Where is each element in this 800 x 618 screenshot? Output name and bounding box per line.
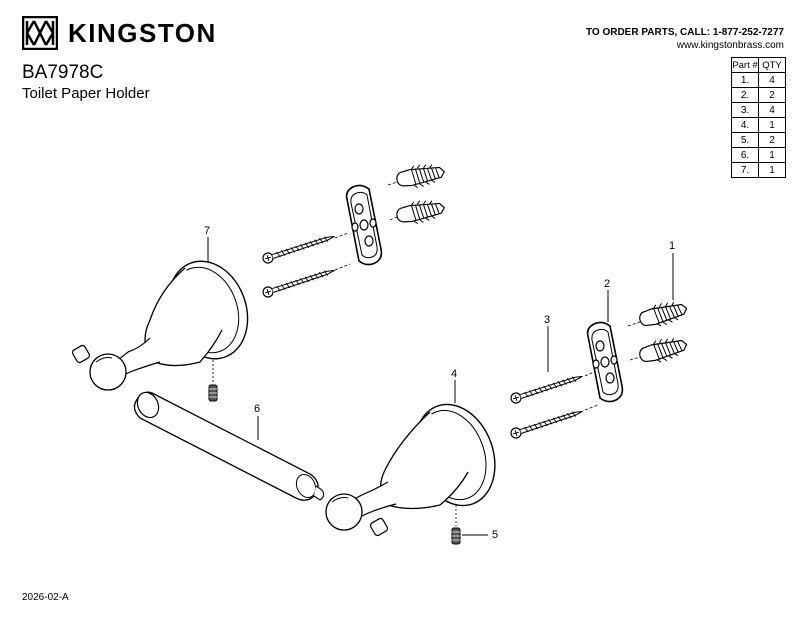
right-set-screw <box>451 527 461 545</box>
upper-guide-lines <box>334 181 398 271</box>
table-row: 2.2 <box>731 87 786 103</box>
lower-wall-anchor-bottom <box>636 333 690 368</box>
upper-wall-anchor-bottom <box>394 196 447 228</box>
lower-wall-anchor-top <box>636 297 690 332</box>
brand-logo: KINGSTON <box>22 16 217 50</box>
callout-1: 1 <box>669 240 676 252</box>
callout-3: 3 <box>544 314 551 326</box>
order-phone: TO ORDER PARTS, CALL: 1-877-252-7277 <box>585 27 784 38</box>
callout-6: 6 <box>254 403 261 415</box>
product-name: Toilet Paper Holder <box>22 85 150 102</box>
callout-5: 5 <box>492 529 499 541</box>
left-post-assembly <box>71 260 249 391</box>
parts-table: Part # QTY 1.4 2.2 3.4 4.1 5.2 6.1 7.1 <box>731 57 786 178</box>
lower-guide-lines <box>584 321 641 411</box>
upper-mount-screw-bottom <box>261 265 337 299</box>
table-row: 6.1 <box>731 147 786 163</box>
lower-mount-screw-top <box>509 371 585 405</box>
lower-mounting-plate <box>586 321 624 403</box>
right-post-assembly <box>325 403 496 537</box>
part-num: 7. <box>731 162 759 178</box>
upper-mounting-plate <box>345 184 383 266</box>
model-number: BA7978C <box>22 62 104 83</box>
callout-4: 4 <box>451 368 458 380</box>
kingston-emblem-icon <box>22 16 58 50</box>
brand-name: KINGSTON <box>68 17 217 48</box>
part-qty: 1 <box>758 162 786 178</box>
callout-7: 7 <box>204 225 211 237</box>
parts-table-header: Part # QTY <box>731 57 786 73</box>
callout-leaders <box>207 237 674 536</box>
table-row: 7.1 <box>731 162 786 178</box>
website-link[interactable]: www.kingstonbrass.com <box>676 40 784 51</box>
table-row: 4.1 <box>731 117 786 133</box>
upper-mount-screw-top <box>261 231 337 265</box>
lower-mount-screw-bottom <box>509 406 585 440</box>
left-set-screw <box>208 384 218 402</box>
part-qty: 1 <box>758 117 786 133</box>
order-info: TO ORDER PARTS, CALL: 1-877-252-7277 www… <box>586 26 784 52</box>
callout-2: 2 <box>604 278 611 290</box>
table-row: 3.4 <box>731 102 786 118</box>
paper-roller <box>133 391 325 501</box>
revision-code: 2026-02-A <box>22 592 69 603</box>
upper-wall-anchor-top <box>394 160 447 192</box>
